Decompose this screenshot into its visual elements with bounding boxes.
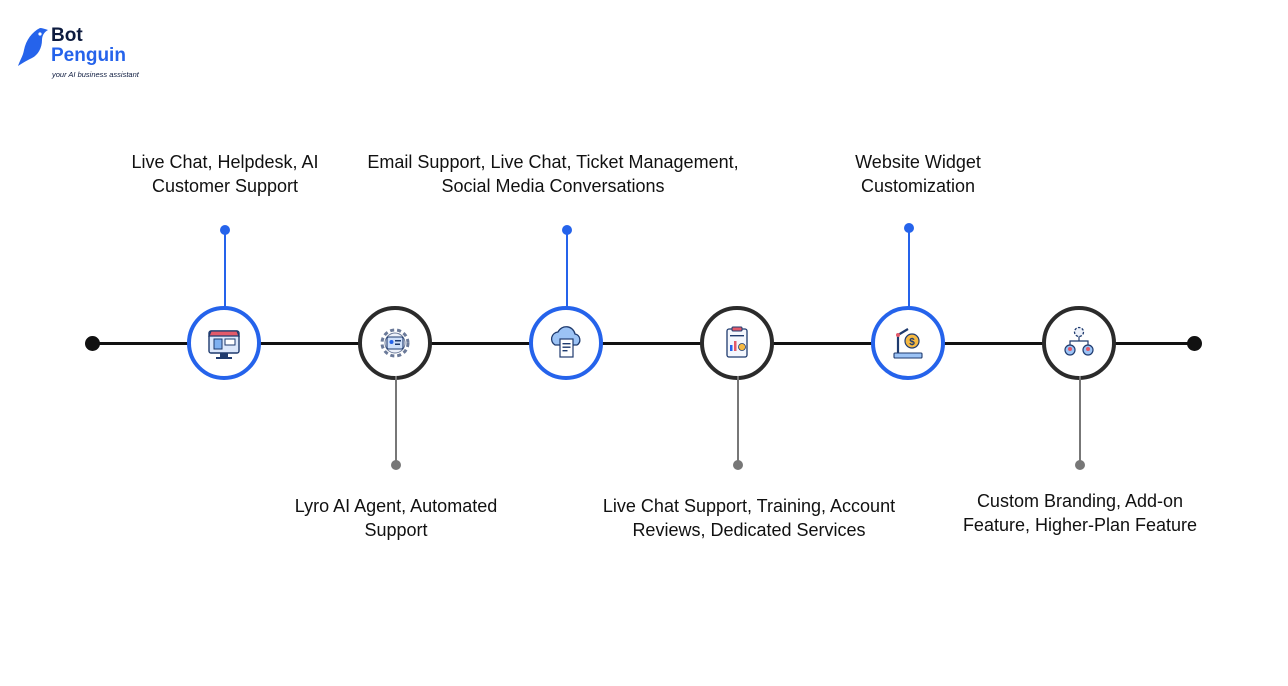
- timeline-node-3: [529, 306, 603, 380]
- gear-id-card-icon: [380, 328, 410, 358]
- timeline-line: [92, 342, 1196, 345]
- timeline-connector-3: [566, 230, 568, 308]
- timeline-end-dot: [1187, 336, 1202, 351]
- timeline-connector-5: [908, 228, 910, 308]
- penguin-logo-icon: [18, 28, 48, 66]
- timeline-connector-2: [395, 376, 397, 464]
- timeline-label-6: Custom Branding, Add-on Feature, Higher-…: [962, 491, 1198, 535]
- timeline-label-1: Live Chat, Helpdesk, AI Customer Support: [131, 152, 319, 196]
- cloud-receipt-icon: [550, 326, 581, 358]
- brand-name-line1: Bot: [51, 25, 83, 46]
- timeline-pin-2: [391, 460, 401, 470]
- timeline-label-5: Website Widget Customization: [855, 152, 981, 196]
- brand-tagline: your AI business assistant: [52, 70, 139, 79]
- timeline-label-3: Email Support, Live Chat, Ticket Managem…: [367, 152, 739, 196]
- timeline-node-4: [700, 306, 774, 380]
- timeline-pin-6: [1075, 460, 1085, 470]
- timeline-node-6: [1042, 306, 1116, 380]
- botpenguin-logo: Bot Penguin your AI business assistant: [18, 24, 148, 84]
- brand-name-line2: Penguin: [51, 45, 126, 66]
- svg-text:$: $: [909, 337, 915, 348]
- timeline-node-5: $: [871, 306, 945, 380]
- timeline-node-1: [187, 306, 261, 380]
- robotic-arm-dollar-icon: $: [893, 328, 923, 359]
- storefront-monitor-icon: [208, 330, 240, 359]
- timeline-pin-4: [733, 460, 743, 470]
- gear-team-icon: [1064, 326, 1094, 356]
- timeline-node-2: [358, 306, 432, 380]
- timeline-connector-4: [737, 376, 739, 464]
- timeline-label-2: Lyro AI Agent, Automated Support: [294, 496, 498, 540]
- clipboard-chart-icon: [726, 326, 748, 358]
- timeline-start-dot: [85, 336, 100, 351]
- timeline-connector-6: [1079, 376, 1081, 464]
- timeline-label-4: Live Chat Support, Training, Account Rev…: [602, 496, 896, 540]
- timeline-connector-1: [224, 230, 226, 308]
